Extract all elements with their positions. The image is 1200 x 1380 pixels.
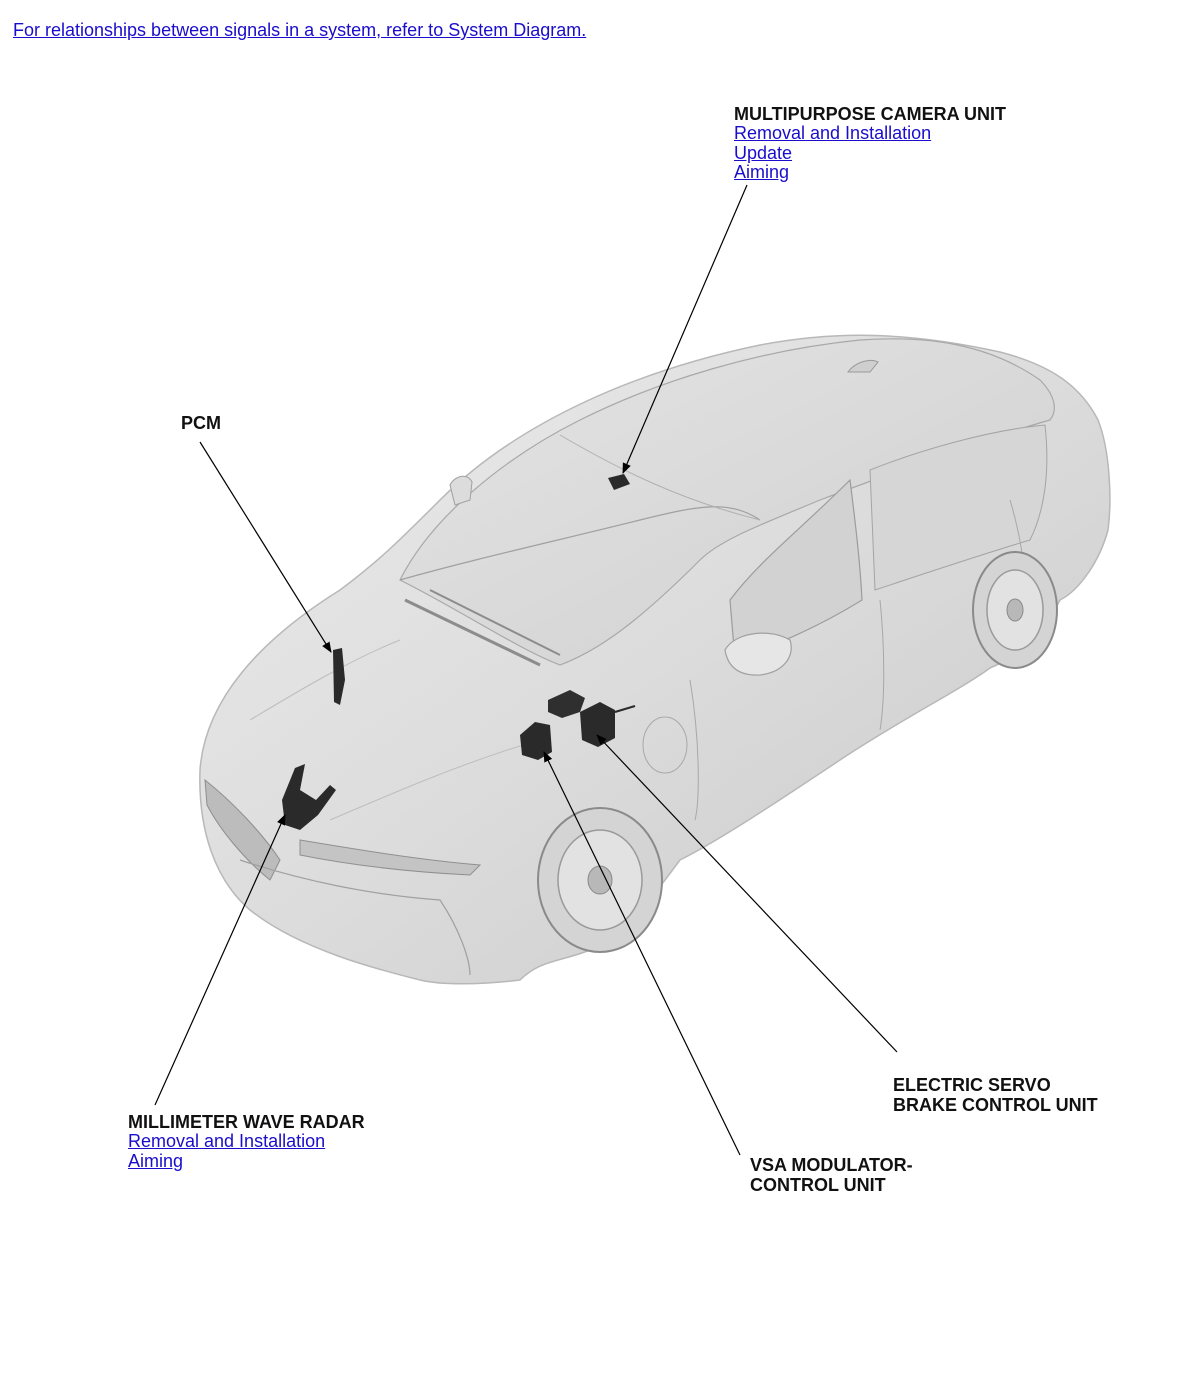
- servo-label-group: ELECTRIC SERVO BRAKE CONTROL UNIT: [893, 1075, 1098, 1115]
- radar-leader: [154, 814, 286, 1106]
- camera-title: MULTIPURPOSE CAMERA UNIT: [734, 104, 1006, 124]
- leader-lines: [154, 184, 898, 1156]
- system-diagram-link[interactable]: For relationships between signals in a s…: [13, 20, 587, 40]
- vsa-unit-shape: [520, 722, 552, 760]
- radar-label-group: MILLIMETER WAVE RADAR Removal and Instal…: [128, 1112, 365, 1171]
- camera-leader: [622, 184, 748, 474]
- servo-title: ELECTRIC SERVO BRAKE CONTROL UNIT: [893, 1075, 1098, 1115]
- vsa-leader: [543, 751, 741, 1156]
- headlight: [299, 839, 482, 876]
- side-window: [729, 478, 863, 661]
- radar-title: MILLIMETER WAVE RADAR: [128, 1112, 365, 1132]
- pcm-leader: [199, 441, 332, 653]
- camera-unit-shape: [608, 474, 630, 490]
- radar-shape: [282, 764, 336, 830]
- pcm-title: PCM: [181, 413, 221, 433]
- camera-update-link[interactable]: Update: [734, 142, 793, 163]
- car-illustration: [199, 334, 1111, 985]
- components: [282, 474, 636, 830]
- front-grille: [204, 778, 281, 881]
- radar-removal-link[interactable]: Removal and Installation: [128, 1131, 326, 1151]
- radar-aiming-link[interactable]: Aiming: [128, 1150, 184, 1171]
- pcm-shape: [333, 648, 345, 705]
- vsa-label-group: VSA MODULATOR- CONTROL UNIT: [750, 1155, 913, 1195]
- camera-aiming-link[interactable]: Aiming: [734, 162, 790, 182]
- side-mirror: [724, 632, 792, 676]
- pcm-label-group: PCM: [181, 413, 221, 433]
- servo-leader: [596, 734, 898, 1053]
- vsa-title: VSA MODULATOR- CONTROL UNIT: [750, 1155, 913, 1195]
- camera-label-group: MULTIPURPOSE CAMERA UNIT Removal and Ins…: [734, 104, 1006, 183]
- camera-removal-link[interactable]: Removal and Installation: [734, 123, 932, 143]
- car-roof: [399, 338, 1055, 666]
